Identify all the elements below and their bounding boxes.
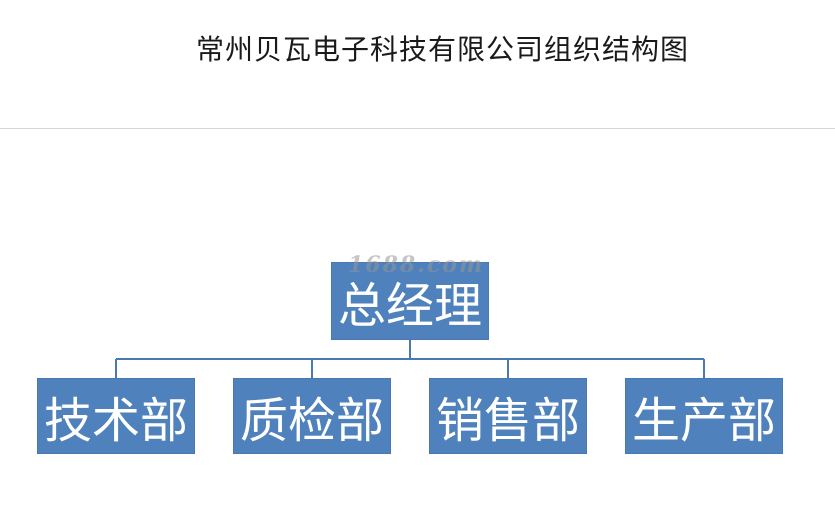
org-node-sales-dept: 销售部 <box>429 378 587 454</box>
org-node-technical-dept: 技术部 <box>37 378 195 454</box>
watermark-logo: 1688.com <box>348 252 485 278</box>
page-title: 常州贝瓦电子科技有限公司组织结构图 <box>195 33 689 66</box>
org-node-general-manager: 总经理 <box>331 262 489 340</box>
org-node-quality-dept: 质检部 <box>233 378 391 454</box>
divider <box>0 128 835 129</box>
org-node-production-dept: 生产部 <box>625 378 783 454</box>
